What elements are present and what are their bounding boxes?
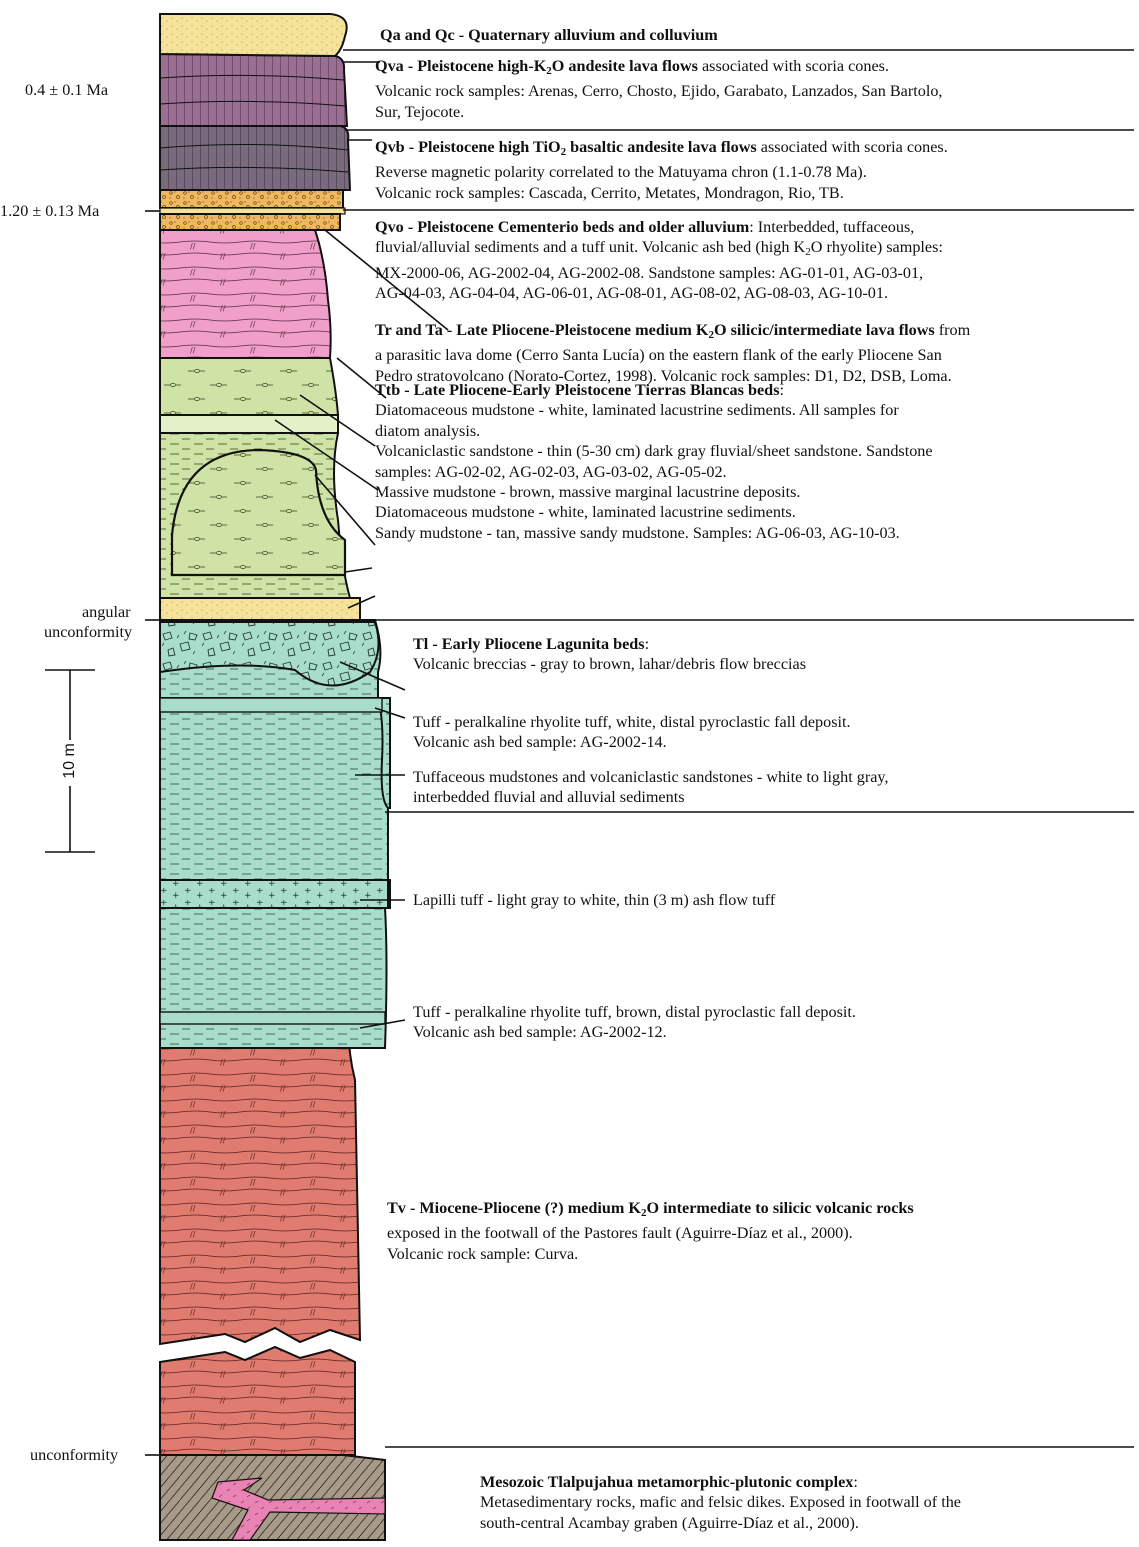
desc-tl: Tl - Early Pliocene Lagunita beds: Volca… [413, 634, 806, 675]
tl-colon: : [645, 635, 650, 653]
qvo-title: Qvo - Pleistocene Cementerio beds and ol… [375, 218, 749, 236]
desc-meso: Mesozoic Tlalpujahua metamorphic-plutoni… [480, 1472, 961, 1533]
qvb-line3: Volcanic rock samples: Cascada, Cerrito,… [375, 183, 948, 203]
meso-line3: south-central Acambay graben (Aguirre-Dí… [480, 1513, 961, 1533]
tl-mud-b: interbedded fluvial and alluvial sedimen… [413, 787, 889, 807]
scale-label: 10 m [61, 741, 79, 781]
tl-lapilli: Lapilli tuff - light gray to white, thin… [413, 890, 775, 910]
tl-tuff2-a: Tuff - peralkaline rhyolite tuff, brown,… [413, 1002, 856, 1022]
qvb-rest: associated with scoria cones. [757, 138, 948, 156]
unconformity-label-line2: unconformity [44, 622, 132, 642]
unit-tr [160, 230, 331, 358]
unit-mesozoic [160, 1450, 385, 1540]
meso-line2: Metasedimentary rocks, mafic and felsic … [480, 1492, 961, 1512]
desc-tl-tuff1: Tuff - peralkaline rhyolite tuff, white,… [413, 712, 851, 753]
ttb-l7: Sandy mudstone - tan, massive sandy muds… [375, 523, 933, 543]
tv-title-b: O intermediate to silicic volcanic rocks [647, 1199, 914, 1217]
ttb-l1: Diatomaceous mudstone - white, laminated… [375, 400, 933, 420]
unit-tv-lower [160, 1347, 355, 1455]
ttb-l2: diatom analysis. [375, 421, 933, 441]
qva-rest: associated with scoria cones. [698, 57, 889, 75]
ttb-l5: Massive mudstone - brown, massive margin… [375, 482, 933, 502]
unit-tl [160, 620, 390, 1062]
desc-qvb: Qvb - Pleistocene high TiO2 basaltic and… [375, 137, 948, 203]
tl-tuff2-b: Volcanic ash bed sample: AG-2002-12. [413, 1022, 856, 1042]
qvb-title-b: basaltic andesite lava flows [566, 138, 757, 156]
desc-ttb: Ttb - Late Pliocene-Early Pleistocene Ti… [375, 380, 933, 543]
qvo-line4: AG-04-03, AG-04-04, AG-06-01, AG-08-01, … [375, 283, 943, 303]
unconformity-label-basal: unconformity [30, 1445, 118, 1465]
age-label-qva: 0.4 ± 0.1 Ma [25, 80, 108, 100]
qva-line3: Sur, Tejocote. [375, 102, 942, 122]
desc-tv: Tv - Miocene-Pliocene (?) medium K2O int… [387, 1198, 914, 1264]
tl-mud-a: Tuffaceous mudstones and volcaniclastic … [413, 767, 889, 787]
desc-qvo: Qvo - Pleistocene Cementerio beds and ol… [375, 217, 943, 304]
ttb-l3: Volcaniclastic sandstone - thin (5-30 cm… [375, 441, 933, 461]
unit-qva [160, 54, 347, 126]
ttb-l4: samples: AG-02-02, AG-02-03, AG-03-02, A… [375, 462, 933, 482]
desc-tl-lapilli: Lapilli tuff - light gray to white, thin… [413, 890, 775, 910]
tv-line3: Volcanic rock sample: Curva. [387, 1244, 914, 1264]
unit-qa [160, 14, 347, 56]
meso-title: Mesozoic Tlalpujahua metamorphic-plutoni… [480, 1473, 853, 1491]
tl-tuff1-b: Volcanic ash bed sample: AG-2002-14. [413, 732, 851, 752]
tr-rest: from [935, 321, 971, 339]
desc-tl-mud: Tuffaceous mudstones and volcaniclastic … [413, 767, 889, 808]
tr-title-a: Tr and Ta - Late Pliocene-Pleistocene me… [375, 321, 708, 339]
age-label-qvo: 1.20 ± 0.13 Ma [0, 201, 99, 221]
qvo-line3: MX-2000-06, AG-2002-04, AG-2002-08. Sand… [375, 263, 943, 283]
unit-ttb [160, 358, 360, 620]
desc-qva: Qva - Pleistocene high-K2O andesite lava… [375, 56, 942, 122]
ttb-l6: Diatomaceous mudstone - white, laminated… [375, 502, 933, 522]
qa-title: Qa and Qc - Quaternary alluvium and coll… [380, 26, 718, 44]
tv-line2: exposed in the footwall of the Pastores … [387, 1223, 914, 1243]
qvb-line2: Reverse magnetic polarity correlated to … [375, 162, 948, 182]
qvo-rest: : Interbedded, tuffaceous, [749, 218, 914, 236]
desc-qa: Qa and Qc - Quaternary alluvium and coll… [380, 25, 718, 45]
unit-qvo [160, 190, 345, 230]
desc-tr: Tr and Ta - Late Pliocene-Pleistocene me… [375, 320, 970, 386]
qvo-line2: fluvial/alluvial sediments and a tuff un… [375, 238, 805, 256]
tv-title-a: Tv - Miocene-Pliocene (?) medium K [387, 1199, 641, 1217]
desc-tl-tuff2: Tuff - peralkaline rhyolite tuff, brown,… [413, 1002, 856, 1043]
meso-colon: : [853, 1473, 858, 1491]
qvo-line2-b: O rhyolite) samples: [811, 238, 943, 256]
qvb-title-a: Qvb - Pleistocene high TiO [375, 138, 561, 156]
qva-line2: Volcanic rock samples: Arenas, Cerro, Ch… [375, 81, 942, 101]
unit-qvb [160, 126, 350, 190]
ttb-colon: : [780, 381, 785, 399]
tl-title: Tl - Early Pliocene Lagunita beds [413, 635, 645, 653]
unconformity-label-line1: angular [82, 602, 131, 622]
tr-title-b: O silicic/intermediate lava flows [714, 321, 935, 339]
tl-tuff1-a: Tuff - peralkaline rhyolite tuff, white,… [413, 712, 851, 732]
qva-title-a: Qva - Pleistocene high-K [375, 57, 546, 75]
ttb-title: Ttb - Late Pliocene-Early Pleistocene Ti… [375, 381, 780, 399]
tl-breccia: Volcanic breccias - gray to brown, lahar… [413, 654, 806, 674]
qva-title-b: O andesite lava flows [552, 57, 698, 75]
tr-line2: a parasitic lava dome (Cerro Santa Lucía… [375, 345, 970, 365]
